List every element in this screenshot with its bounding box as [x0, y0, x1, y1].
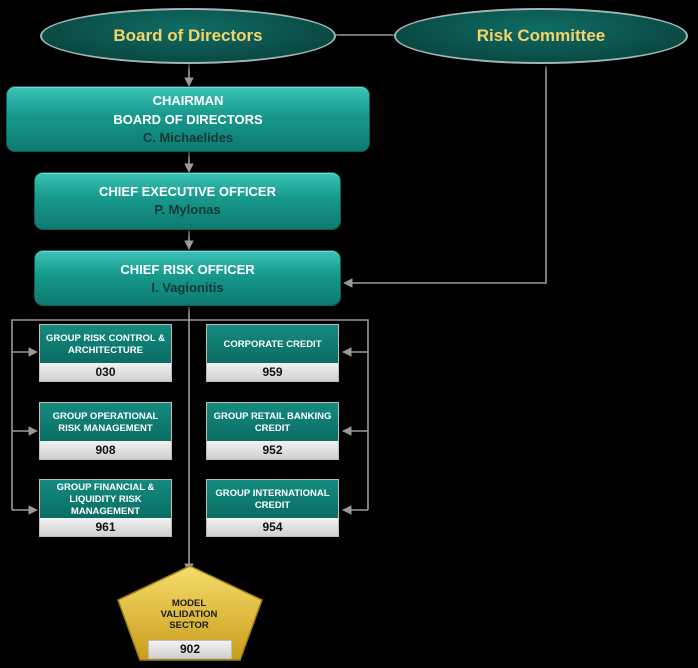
model-validation-line3: SECTOR	[169, 620, 209, 631]
chairman-subtitle: BOARD OF DIRECTORS	[113, 112, 263, 127]
model-validation-line1: MODEL	[171, 598, 207, 609]
board-of-directors-node: Board of Directors	[40, 8, 336, 64]
unit-corporate-credit: CORPORATE CREDIT 959	[206, 324, 339, 382]
unit-label: GROUP OPERATIONAL RISK MANAGEMENT	[40, 403, 171, 443]
unit-code: 954	[207, 518, 338, 536]
unit-label: GROUP RETAIL BANKING CREDIT	[207, 403, 338, 443]
unit-group-risk-control: GROUP RISK CONTROL & ARCHITECTURE 030	[39, 324, 172, 382]
unit-code: 030	[40, 363, 171, 381]
model-validation-line2: VALIDATION	[160, 609, 218, 620]
model-validation-code: 902	[148, 640, 232, 659]
unit-label: CORPORATE CREDIT	[207, 325, 338, 365]
unit-label: GROUP RISK CONTROL & ARCHITECTURE	[40, 325, 171, 365]
unit-code: 959	[207, 363, 338, 381]
ceo-name: P. Mylonas	[154, 202, 221, 217]
unit-code: 961	[40, 518, 171, 536]
unit-label: GROUP INTERNATIONAL CREDIT	[207, 480, 338, 520]
cro-name: I. Vagionitis	[151, 280, 224, 295]
right-bracket	[177, 319, 369, 510]
ceo-title: CHIEF EXECUTIVE OFFICER	[99, 184, 276, 199]
chairman-title: CHAIRMAN	[152, 93, 224, 108]
cro-box: CHIEF RISK OFFICER I. Vagionitis	[34, 250, 341, 306]
risk-committee-node: Risk Committee	[394, 8, 688, 64]
chairman-box: CHAIRMAN BOARD OF DIRECTORS C. Michaelid…	[6, 86, 370, 152]
risk-committee-label: Risk Committee	[476, 26, 606, 45]
chairman-name: C. Michaelides	[142, 130, 234, 145]
model-validation-node: MODEL VALIDATION SECTOR 902	[114, 562, 264, 662]
unit-group-financial-liquidity-risk: GROUP FINANCIAL & LIQUIDITY RISK MANAGEM…	[39, 479, 172, 537]
unit-label: GROUP FINANCIAL & LIQUIDITY RISK MANAGEM…	[40, 480, 171, 520]
model-validation-label: MODEL VALIDATION SECTOR	[144, 598, 234, 631]
board-of-directors-label: Board of Directors	[113, 26, 263, 45]
left-bracket	[11, 319, 177, 510]
cro-title: CHIEF RISK OFFICER	[120, 262, 255, 277]
committee-cro-arrow	[343, 66, 547, 288]
unit-code: 952	[207, 441, 338, 459]
unit-code: 908	[40, 441, 171, 459]
unit-group-operational-risk: GROUP OPERATIONAL RISK MANAGEMENT 908	[39, 402, 172, 460]
model-validation-pentagon	[117, 565, 263, 661]
unit-group-retail-banking-credit: GROUP RETAIL BANKING CREDIT 952	[206, 402, 339, 460]
ceo-box: CHIEF EXECUTIVE OFFICER P. Mylonas	[34, 172, 341, 230]
unit-group-international-credit: GROUP INTERNATIONAL CREDIT 954	[206, 479, 339, 537]
